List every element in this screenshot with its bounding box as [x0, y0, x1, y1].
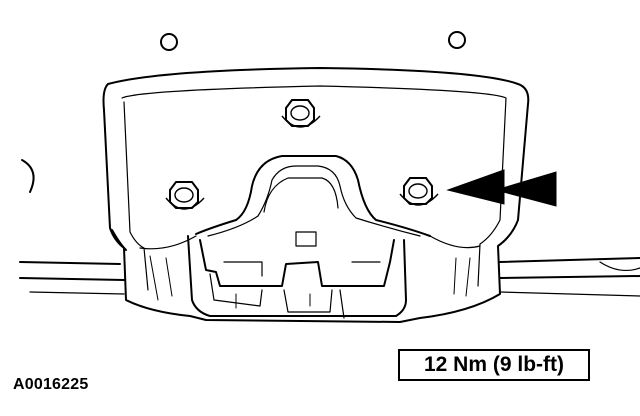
- bolt-icon: [399, 177, 439, 206]
- bolt-icon: [165, 181, 205, 210]
- body-panel-lines: [19, 159, 640, 297]
- figure-id: A0016225: [13, 376, 89, 393]
- latch-arch: [195, 155, 431, 237]
- latch-plate: [102, 67, 530, 323]
- double-arrow-icon: [446, 169, 557, 207]
- locating-hole-left: [160, 33, 178, 51]
- bolt-icon: [281, 99, 321, 128]
- torque-spec-label: 12 Nm (9 lb-ft): [423, 353, 564, 376]
- locating-hole-right: [448, 31, 466, 49]
- torque-spec-box: 12 Nm (9 lb-ft): [398, 349, 590, 381]
- latch-mechanism: [187, 231, 407, 319]
